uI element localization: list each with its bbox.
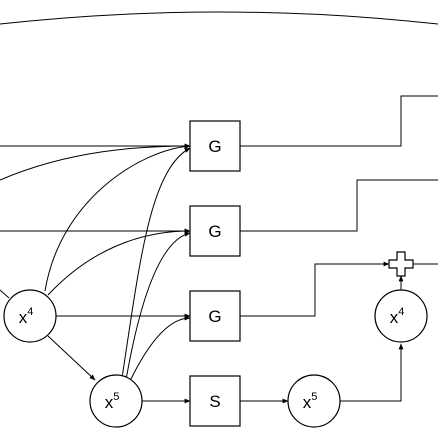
wires [0,95,438,404]
wire-left-partial [0,289,10,299]
x4-left-base: x [19,308,28,327]
x5-left-node: x5 [89,374,143,428]
x4-left-exp: 4 [27,306,33,318]
svg-text:x5: x5 [105,391,120,412]
wire-input2-g1 [0,143,191,181]
g-block-1: G [189,120,241,172]
svg-text:x4: x4 [390,306,405,327]
s-block-label: S [209,392,220,411]
s-block: S [189,375,241,427]
wire-x5-g2 [125,231,191,381]
x5-right-exp: 5 [311,391,317,403]
x5-left-exp: 5 [113,391,119,403]
svg-text:x4: x4 [19,306,34,327]
wire-g2-out [240,179,438,232]
wire-x5-g3 [129,315,191,382]
x5-right-node: x5 [287,374,341,428]
g-block-3-label: G [208,307,221,326]
x4-left-node: x4 [3,289,57,343]
wire-g3-adder [240,261,390,317]
plus-icon [388,251,414,277]
wire-x4-g2 [47,228,191,296]
wire-x5-x4 [340,343,404,402]
x5-right-base: x [303,393,312,412]
g-block-2: G [189,205,241,257]
wire-x4-g1 [44,144,191,292]
wire-g1-out [240,95,438,147]
svg-text:x5: x5 [303,391,318,412]
x4-right-exp: 4 [398,306,404,318]
x5-left-base: x [105,393,114,412]
wire-x5-g1 [121,147,191,379]
x4-right-base: x [390,308,399,327]
top-arc [0,11,438,25]
x4-right-node: x4 [374,289,428,343]
wire-x4-x5 [47,335,96,381]
g-block-1-label: G [208,137,221,156]
g-block-3: G [189,290,241,342]
g-block-2-label: G [208,222,221,241]
